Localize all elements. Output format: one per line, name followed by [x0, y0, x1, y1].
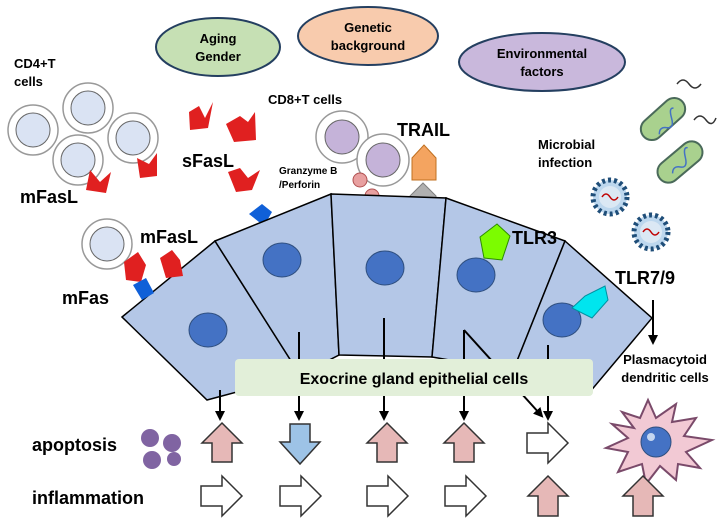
mfas-label: mFas [62, 288, 109, 308]
factor-env-label-1: Environmental [497, 46, 587, 61]
bacteria-icon [656, 115, 717, 184]
pdc-label-1: Plasmacytoid [623, 352, 707, 367]
factor-gender-label: Gender [195, 49, 241, 64]
fasl-ligand-icon [226, 112, 256, 142]
cd4-cell [62, 82, 114, 134]
granzyme-label-2: /Perforin [279, 180, 320, 191]
fasl-ligand-icon [86, 170, 111, 193]
granule [352, 172, 368, 188]
cd4-cell [52, 134, 104, 186]
right-arrow-icon [366, 474, 410, 518]
mfasl-mid-label: mFasL [140, 227, 198, 247]
cd4-cell [7, 104, 59, 156]
factor-aging-label: Aging [200, 31, 237, 46]
inflammation-row [200, 474, 665, 518]
tlr79-label: TLR7/9 [615, 268, 675, 288]
right-arrow-icon [444, 474, 488, 518]
apoptotic-body [163, 434, 181, 452]
cd8-cell [315, 110, 369, 164]
interacting-cd4-cell [81, 218, 133, 270]
factor-aging-gender: Aging Gender [155, 17, 281, 77]
dendritic-cell-icon [602, 397, 716, 487]
cd8-cell [356, 133, 410, 187]
nucleus [188, 312, 228, 348]
nucleus [262, 242, 302, 278]
microbial-label-1: Microbial [538, 137, 595, 152]
up-arrow-icon [442, 421, 486, 463]
fasl-ligand-icon [124, 252, 146, 282]
nuclei [188, 242, 582, 348]
factor-environmental: Environmental factors [458, 32, 626, 92]
apoptotic-bodies [141, 429, 181, 469]
fasl-ligand-icon [228, 168, 260, 192]
epithelial-banner: Exocrine gland epithelial cells [235, 359, 593, 396]
apoptotic-body [143, 451, 161, 469]
sfasl-label: sFasL [182, 151, 234, 171]
cd4-cell [107, 112, 159, 164]
apoptosis-label: apoptosis [32, 435, 117, 455]
up-arrow-icon [526, 474, 570, 517]
fasl-ligand-icon [137, 153, 157, 178]
granzyme-label-1: Granzyme B [279, 166, 337, 177]
trail-ligand-icon [411, 144, 437, 181]
factor-genetic-label-1: Genetic [344, 20, 392, 35]
cd4-label-2: cells [14, 74, 43, 89]
right-arrow-icon [279, 474, 323, 518]
factor-env-label-2: factors [520, 64, 563, 79]
nucleus [365, 250, 405, 286]
apoptosis-row [200, 421, 570, 466]
tlr3-receptor-icon [479, 223, 511, 261]
up-arrow-icon [200, 421, 244, 463]
nucleus [456, 257, 496, 293]
fasl-ligand-icon [189, 102, 213, 130]
up-arrow-icon [365, 421, 409, 463]
virus-icon [590, 177, 630, 217]
cd4-label-1: CD4+T [14, 56, 56, 71]
trail-label: TRAIL [397, 120, 450, 140]
bacteria-icon [639, 79, 702, 142]
apoptotic-body [141, 429, 159, 447]
inflammation-label: inflammation [32, 488, 144, 508]
nucleus [542, 302, 582, 338]
fasl-ligand-icon [160, 250, 183, 278]
factor-genetic-label-2: background [331, 38, 405, 53]
cd8-t-cells [315, 110, 410, 187]
down-arrow-icon [278, 423, 322, 466]
right-arrow-icon [526, 421, 570, 465]
tlr3-label: TLR3 [512, 228, 557, 248]
sfasl-soluble [189, 102, 260, 192]
virus-icon [631, 212, 671, 252]
mfasl-ligands-cd4 [86, 153, 157, 193]
epithelial-label: Exocrine gland epithelial cells [300, 371, 529, 388]
tlr79-receptor-icon [571, 285, 609, 319]
fas-receptor-icon [133, 278, 154, 300]
pdc-label-2: dendritic cells [621, 370, 708, 385]
cd8-label: CD8+T cells [268, 92, 342, 107]
factor-genetic: Genetic background [297, 6, 439, 66]
cd4-t-cells [7, 82, 159, 186]
up-arrow-icon [621, 474, 665, 517]
apoptotic-body [167, 452, 181, 466]
mfasl-left-label: mFasL [20, 187, 78, 207]
microbial-label-2: infection [538, 155, 592, 170]
right-arrow-icon [200, 474, 244, 518]
